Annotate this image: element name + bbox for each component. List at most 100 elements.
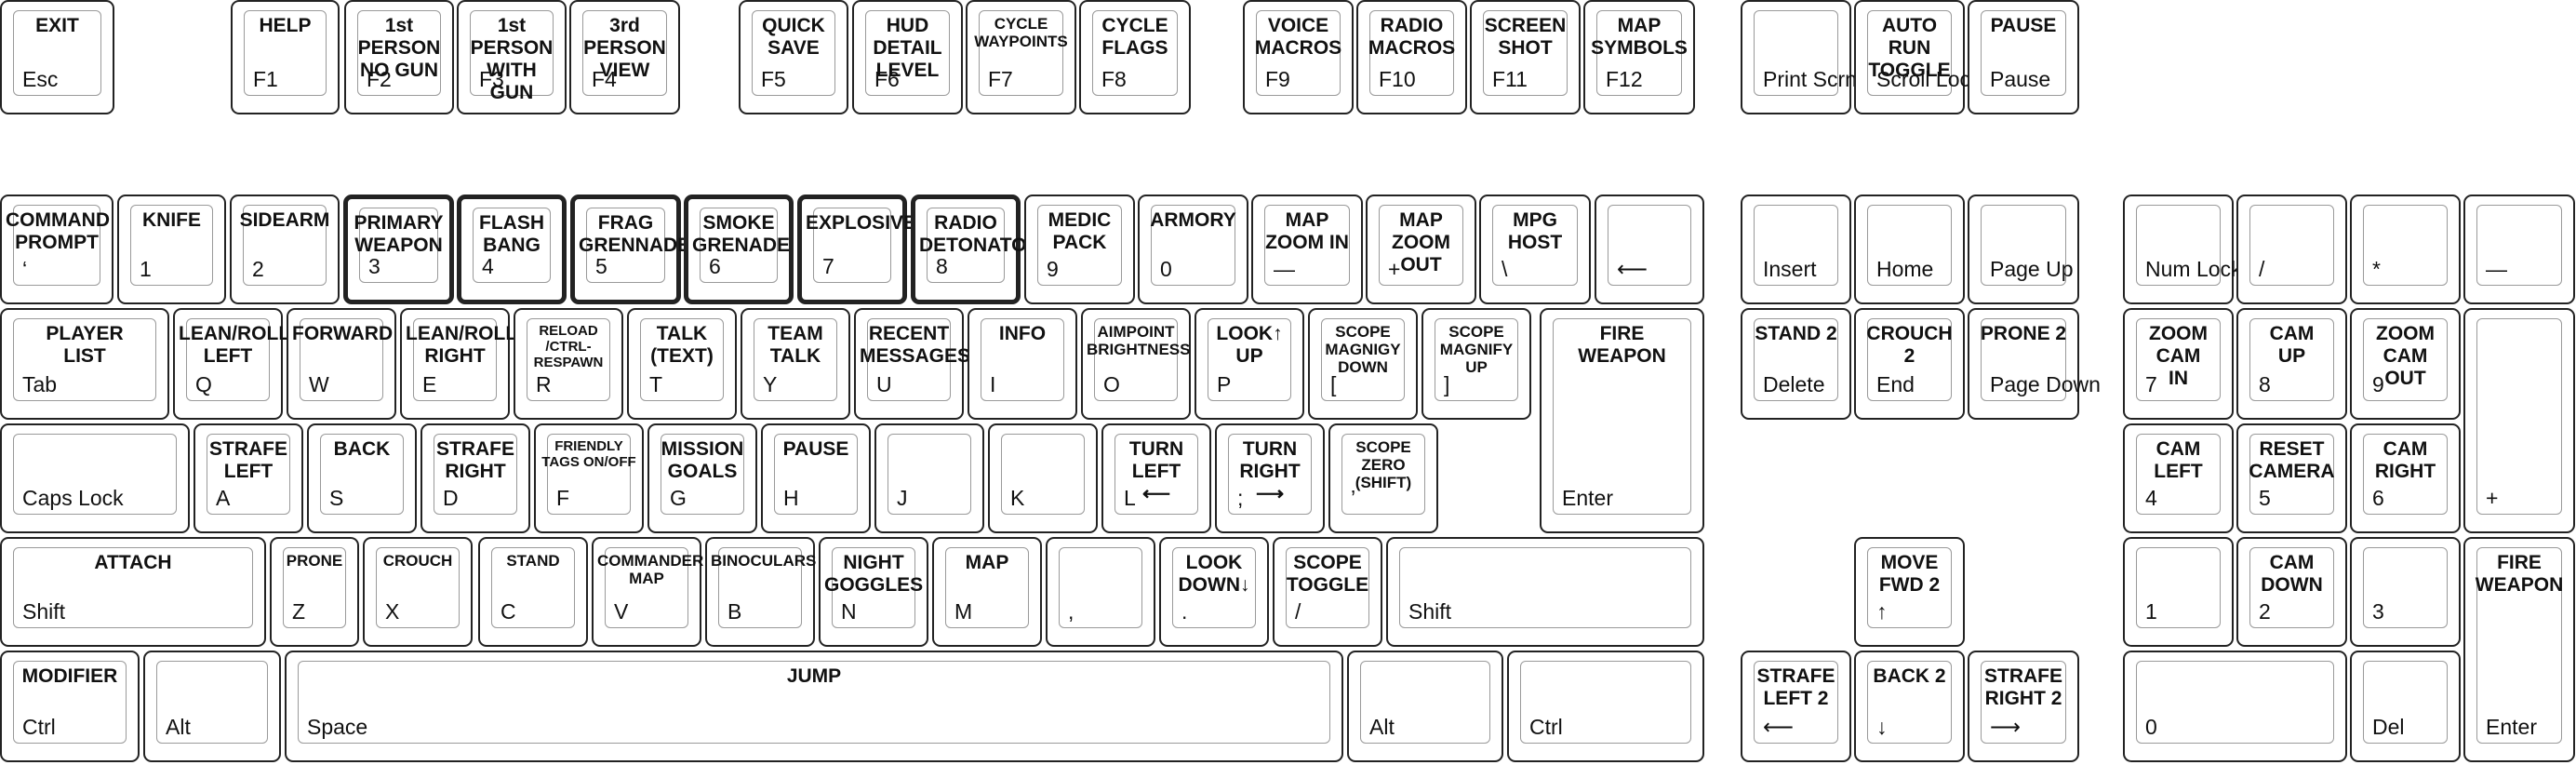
- key-left[interactable]: STRAFE LEFT 2⟵: [1741, 651, 1851, 762]
- key-up[interactable]: MOVE FWD 2↑: [1854, 537, 1965, 647]
- key-lalt[interactable]: Alt: [143, 651, 281, 762]
- key-minus[interactable]: MAP ZOOM IN—: [1251, 195, 1363, 304]
- key-rbracket[interactable]: SCOPE MAGNIFY UP]: [1421, 308, 1531, 420]
- key-k[interactable]: K: [988, 423, 1098, 533]
- key-comma[interactable]: ,: [1046, 537, 1155, 647]
- key-l[interactable]: TURN LEFT ⟵L: [1101, 423, 1211, 533]
- key-down[interactable]: BACK 2↓: [1854, 651, 1965, 762]
- key-period[interactable]: LOOK DOWN↓.: [1159, 537, 1269, 647]
- key-numstar[interactable]: *: [2350, 195, 2461, 304]
- key-num1[interactable]: 1: [2123, 537, 2234, 647]
- key-numdel[interactable]: Del: [2350, 651, 2461, 762]
- key-lbracket[interactable]: SCOPE MAGNIGY DOWN[: [1308, 308, 1418, 420]
- key-numslash[interactable]: /: [2236, 195, 2347, 304]
- key-plus[interactable]: MAP ZOOM OUT+: [1366, 195, 1476, 304]
- key-numlock[interactable]: Num Lock: [2123, 195, 2242, 304]
- key-home[interactable]: Home: [1854, 195, 1965, 304]
- key-numplus[interactable]: +: [2463, 308, 2575, 533]
- key-backslash[interactable]: MPG HOST\: [1479, 195, 1591, 304]
- key-insert[interactable]: Insert: [1741, 195, 1851, 304]
- key-backtick[interactable]: COMMAND PROMPT‘: [0, 195, 113, 304]
- key-j[interactable]: J: [874, 423, 984, 533]
- key-t[interactable]: TALK (TEXT)T: [627, 308, 737, 420]
- key-slash[interactable]: SCOPE TOGGLE/: [1273, 537, 1382, 647]
- key-pageup[interactable]: Page Up: [1968, 195, 2079, 304]
- key-numminus[interactable]: —: [2463, 195, 2575, 304]
- key-rctrl[interactable]: Ctrl: [1507, 651, 1704, 762]
- key-backspace[interactable]: ⟵: [1595, 195, 1704, 304]
- key-right[interactable]: STRAFE RIGHT 2⟶: [1968, 651, 2079, 762]
- key-ralt[interactable]: Alt: [1347, 651, 1503, 762]
- key-semicolon[interactable]: TURN RIGHT ⟶;: [1215, 423, 1325, 533]
- key-rshift[interactable]: Shift: [1386, 537, 1704, 647]
- key-num3[interactable]: 3: [2350, 537, 2461, 647]
- key-num0[interactable]: 0: [2123, 651, 2347, 762]
- key-quote[interactable]: SCOPE ZERO (SHIFT)’: [1328, 423, 1438, 533]
- key-printscrn[interactable]: Print Scrn: [1741, 0, 1857, 114]
- key-capslock[interactable]: Caps Lock: [0, 423, 190, 533]
